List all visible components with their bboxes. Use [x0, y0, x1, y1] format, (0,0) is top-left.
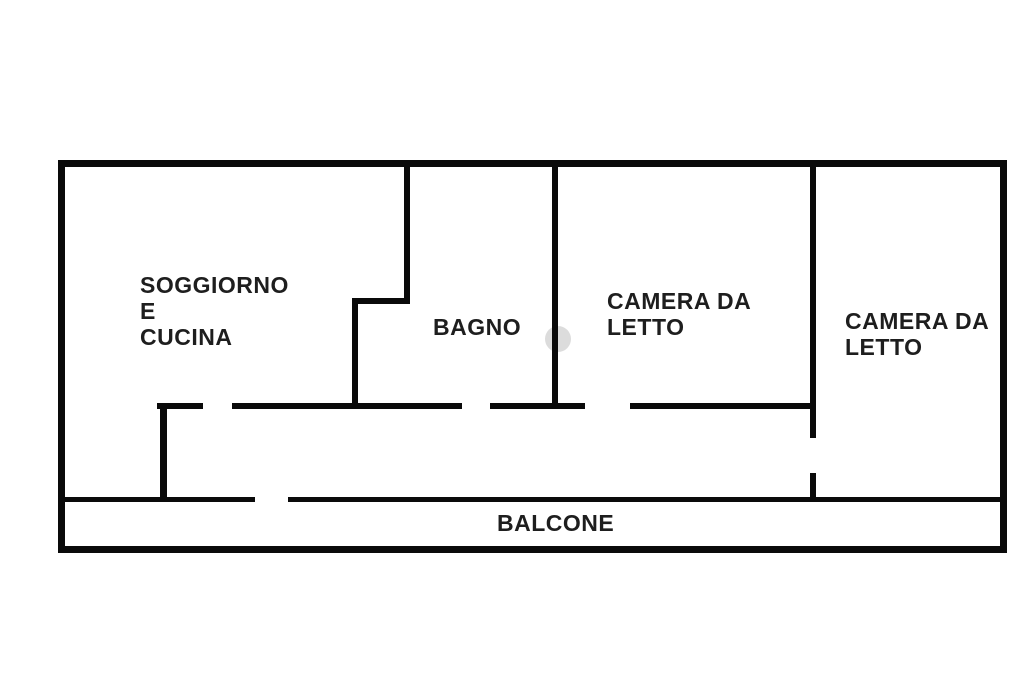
room-label-line: E [140, 298, 156, 324]
room-label-line: CUCINA [140, 324, 233, 350]
room-label-line: SOGGIORNO [140, 272, 289, 298]
room-label-bagno: BAGNO [433, 314, 521, 340]
room-label-line: BALCONE [497, 510, 615, 536]
bedroom-divider-wall-upper [810, 160, 816, 438]
room-label-soggiorno-e-cucina: SOGGIORNO E CUCINA [140, 272, 289, 350]
room-label-camera-da-letto-2: CAMERA DA LETTO [845, 308, 989, 360]
outer-left-wall [58, 160, 65, 553]
outer-top-wall [58, 160, 1007, 167]
corridor-wall-segment-b [232, 403, 462, 409]
room-label-camera-da-letto-1: CAMERA DA LETTO [607, 288, 751, 340]
balcony-top-wall-right [288, 497, 1007, 502]
corridor-wall-segment-a [157, 403, 203, 409]
bagno-step-wall [352, 298, 410, 304]
outer-bottom-wall [58, 546, 1007, 553]
scan-artifact [545, 326, 571, 352]
outer-right-wall [1000, 160, 1007, 553]
room-label-line: CAMERA DA [607, 288, 752, 314]
bagno-right-wall [552, 160, 558, 409]
corridor-wall-segment-d [630, 403, 816, 409]
room-label-line: BAGNO [433, 314, 522, 340]
room-label-line: CAMERA DA [845, 308, 990, 334]
balcony-top-wall-left [58, 497, 255, 502]
bedroom-divider-wall-lower [810, 473, 816, 502]
corridor-left-wall [160, 403, 167, 502]
corridor-wall-segment-c [490, 403, 585, 409]
bagno-left-wall-lower [352, 298, 358, 409]
room-label-line: LETTO [607, 314, 685, 340]
bagno-left-wall-upper [404, 160, 410, 304]
room-label-balcone: BALCONE [497, 510, 614, 536]
room-label-line: LETTO [845, 334, 923, 360]
